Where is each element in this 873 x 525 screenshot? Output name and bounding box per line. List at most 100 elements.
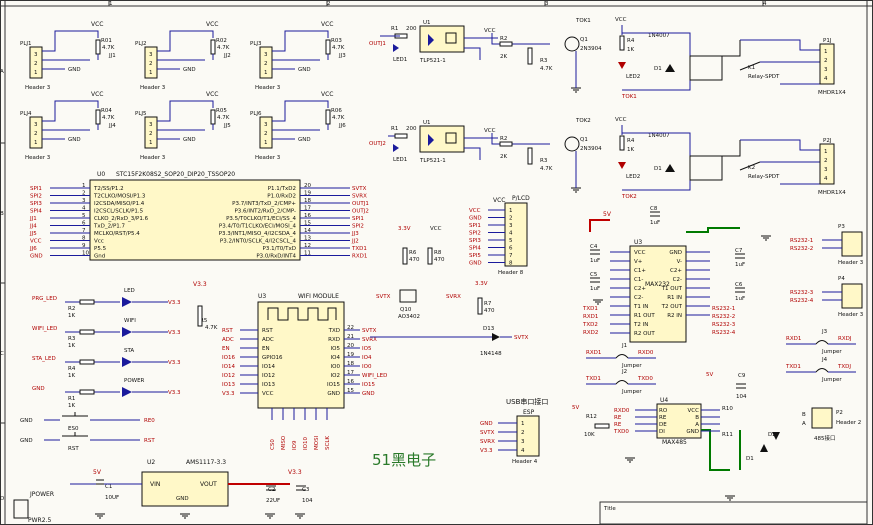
max232-left-pin: V+ [634, 259, 643, 265]
relay-tok-net: TOK2 [575, 118, 591, 124]
relay-terminal-pin: 1 [824, 49, 828, 55]
relay-ref: K1 [748, 65, 755, 71]
relay-input-net: OUTJ1 [369, 41, 386, 47]
wifi-right-net: IO0 [362, 364, 372, 370]
max232-right-pin: GND [669, 250, 682, 256]
lcd-pin-number: 3 [509, 223, 513, 229]
wifi-right-net: WIFI_LED [362, 373, 387, 379]
jumper-net-a: TXD1 [585, 376, 601, 382]
led-icon [393, 144, 399, 152]
mcu-right-net: TXD1 [351, 246, 367, 252]
power-c3-val: 104 [302, 498, 313, 504]
wifi-right-pin: IO4 [331, 355, 341, 361]
jumper-net-b: TXD0 [637, 376, 653, 382]
rs485-header-body [811, 407, 833, 429]
relay-r4-value: 1K [627, 147, 634, 153]
rs485-right-pin: B [695, 415, 699, 421]
mcu-right-pin-number: 17 [304, 206, 311, 212]
plj-net: JJ2 [223, 53, 231, 59]
mcu-right-pin-number: 14 [304, 228, 311, 234]
wifi-left-net: IO14 [222, 364, 235, 370]
wifi-left-net: RST [222, 328, 233, 334]
plj-resistor [210, 109, 216, 125]
wire [42, 100, 99, 122]
max232-right-pin: R1 IN [667, 295, 682, 301]
usb-net: SVRX [480, 439, 495, 445]
mcu-left-net: JJ6 [29, 246, 37, 252]
plj-pin-number: 1 [149, 70, 153, 76]
wifi-v33: V3.3 [193, 281, 207, 288]
led-name: LED [124, 288, 135, 294]
power-c1: C1 [105, 484, 112, 490]
mcu-left-net: SPI1 [30, 186, 42, 192]
mcu-title: STC15F2K08S2_SOP20_DIP20_TSSOP20 [116, 171, 235, 178]
p3-body [841, 231, 863, 257]
relay-r4-ref: R4 [627, 38, 635, 44]
transistor-ref: Q1 [580, 137, 588, 143]
rs485-header-ref: P2 [836, 410, 843, 416]
relay-vcc2: VCC [615, 17, 627, 23]
wire [740, 39, 820, 85]
wifi-left-pin: IO12 [262, 373, 275, 379]
relay-r3-ref: R3 [540, 158, 548, 164]
rs485-c9-icon [736, 383, 746, 389]
max232-left-pin: R1 OUT [634, 313, 655, 319]
plj-vcc: VCC [321, 21, 333, 28]
relay-part: Relay-SPDT [748, 174, 780, 180]
mcu-right-pin-number: 11 [304, 251, 311, 257]
shifter-v33-2: 3.3V [475, 281, 488, 287]
rs485-r12 [594, 423, 610, 429]
relay-terminal-part: MHDR1X4 [818, 90, 846, 96]
relay-r2 [499, 41, 513, 47]
power-c2-icon [266, 485, 276, 491]
p4-body [841, 283, 863, 309]
rs485-left-net: RE [614, 415, 622, 421]
mcu-left-net: VCC [30, 239, 42, 245]
button-net: RE0 [144, 418, 155, 424]
wifi-right-pin: IO0 [331, 364, 341, 370]
relay-r1-value: 200 [406, 26, 417, 32]
mcu-right-function: P3.7/INT3/TxD_2/CMP+ [232, 201, 296, 207]
wifi-right-pin: GND [327, 391, 340, 397]
wire [42, 30, 99, 52]
lcd-vcc: VCC [493, 197, 505, 204]
relay-r4-ref: R4 [627, 138, 635, 144]
power-supply: U2 AMS1117-3.3 VIN VOUT GND 5V V3.3 JPOW… [13, 459, 313, 524]
led-name: WIFI [124, 318, 136, 324]
usb-title: USB串口接口 [506, 397, 548, 406]
wifi-right-pin: RXD [328, 337, 340, 343]
wire [464, 37, 498, 60]
max232-right-pin: T1 OUT [661, 286, 683, 292]
led-res-ref: R1 [68, 396, 75, 402]
jumper-type: Jumper [821, 349, 842, 355]
shifter-vcc: VCC [430, 226, 442, 232]
max232-cap-value: 1uF [590, 286, 600, 292]
mcu-right-pin-number: 19 [304, 191, 311, 197]
mcu-right-net: JJ2 [351, 239, 359, 245]
mcu-right-function: P3.2/INT0/SCLK_4/I2CSCL_4 [220, 239, 297, 245]
capacitor-icon [735, 287, 745, 293]
rs485-body [656, 403, 702, 439]
wire [42, 129, 90, 140]
led-name: STA [124, 348, 134, 354]
plj-resistor [210, 39, 216, 55]
led-v33: V3.3 [168, 360, 181, 366]
power-5v: 5V [93, 469, 102, 476]
wifi-left-pin: VCC [262, 391, 274, 397]
optocoupler-ref: U1 [423, 120, 431, 126]
lcd-net: SPI3 [469, 238, 481, 244]
lcd-body [504, 202, 528, 267]
relay-r2-ref: R2 [500, 136, 507, 142]
relay-r3 [527, 47, 533, 65]
max232-left-net: TXD1 [582, 306, 598, 312]
usb-pin-number: 2 [521, 430, 525, 436]
mcu-left-pin-number: 1 [82, 183, 86, 189]
max232-right-net: RS232-1 [712, 306, 735, 312]
shifter-r8-value: 470 [434, 257, 445, 263]
mcu-left-net: JJ5 [29, 231, 37, 237]
plj-res-ref: R01 [101, 38, 112, 44]
